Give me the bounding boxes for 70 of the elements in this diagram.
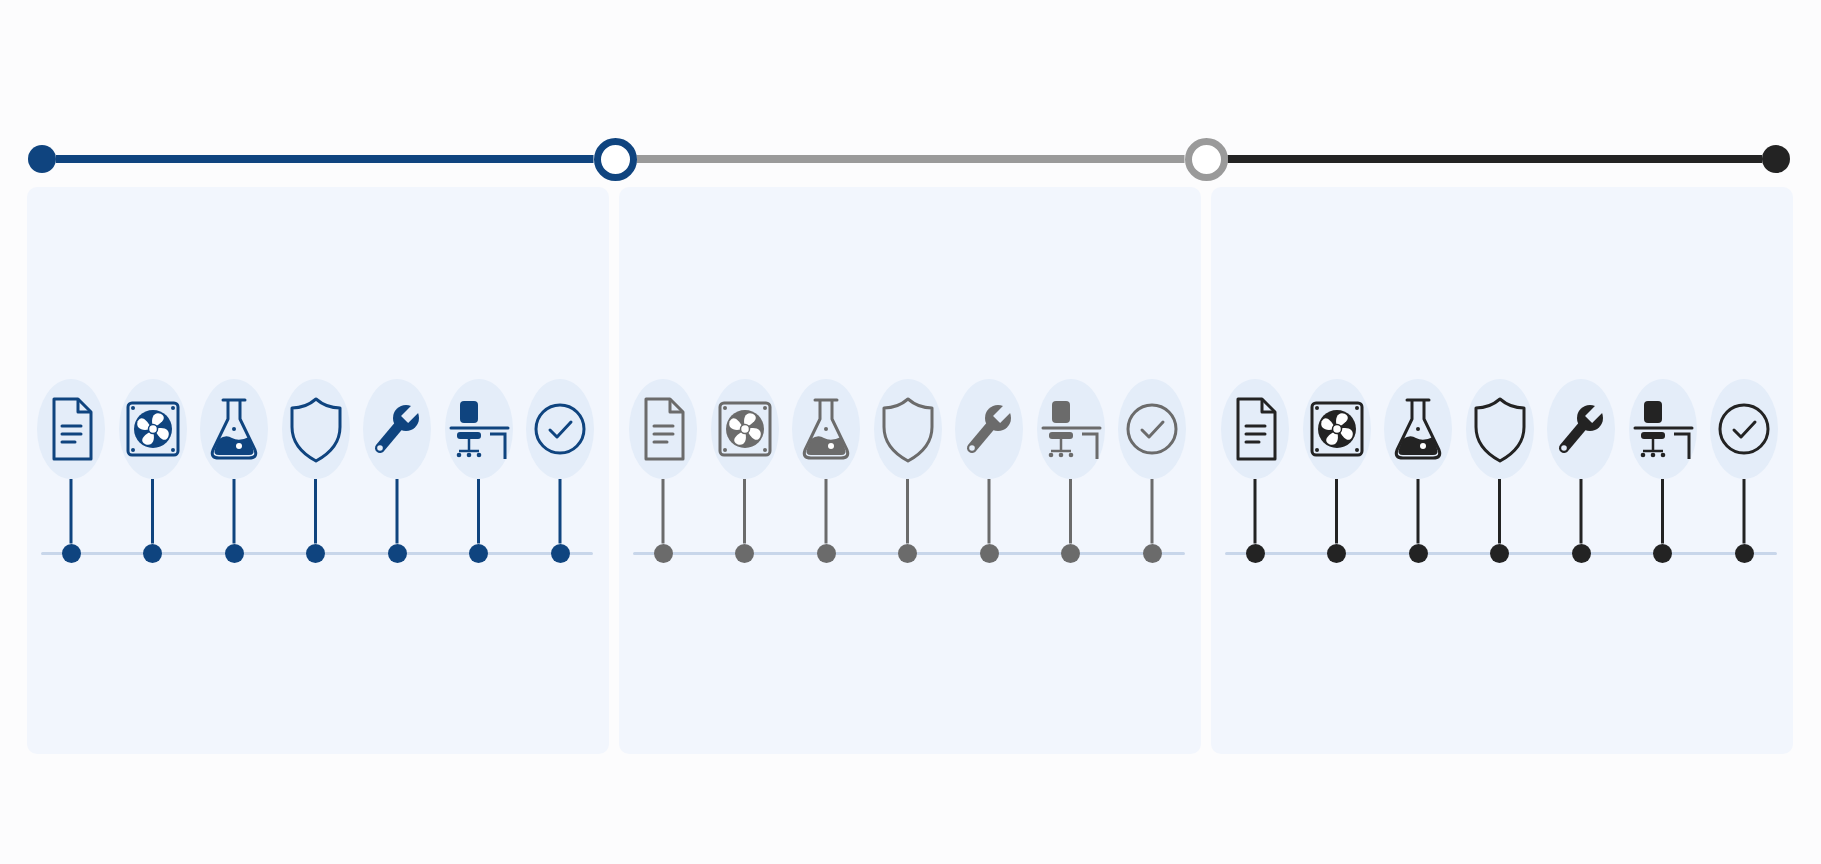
document-icon: [629, 379, 697, 479]
timeline-dot: [1327, 543, 1346, 563]
check-circle-icon: [1118, 379, 1186, 479]
connector-line: [824, 479, 828, 544]
timeline-dot: [1653, 543, 1672, 563]
desk-chair-icon: [1628, 379, 1697, 479]
connector-line: [1069, 479, 1072, 544]
connector-line: [395, 479, 399, 544]
connector-line: [477, 479, 480, 544]
timeline-dot: [1245, 543, 1265, 563]
timeline-dot: [653, 543, 673, 563]
wrench-icon: [363, 379, 431, 479]
timeline-dot: [143, 543, 162, 563]
flask-icon: [200, 379, 268, 479]
flask-icon: [792, 379, 860, 479]
connector-line: [232, 479, 236, 544]
timeline-dot: [1571, 543, 1591, 563]
timeline-dot: [816, 543, 836, 563]
timeline-dot: [28, 145, 56, 173]
timeline-ring: [593, 137, 637, 181]
timeline-dot: [979, 543, 999, 563]
timeline-dot: [1762, 145, 1790, 173]
check-circle-icon: [526, 379, 594, 479]
connector-line: [151, 479, 154, 544]
panel: [1211, 187, 1793, 754]
connector-line: [987, 479, 991, 544]
connector-line: [314, 479, 317, 544]
flask-icon: [1384, 379, 1452, 479]
timeline-dot: [387, 543, 407, 563]
connector-line: [906, 479, 909, 544]
connector-line: [1661, 479, 1664, 544]
timeline-dot: [1408, 543, 1428, 563]
connector-line: [1742, 479, 1746, 544]
timeline-dot: [469, 543, 488, 563]
desk-chair-icon: [1036, 379, 1105, 479]
document-icon: [37, 379, 105, 479]
timeline-dot: [550, 543, 570, 563]
connector-line: [1150, 479, 1154, 544]
connector-line: [1498, 479, 1501, 544]
timeline-dot: [61, 543, 81, 563]
check-circle-icon: [1710, 379, 1778, 479]
timeline-dot: [1490, 543, 1509, 563]
document-icon: [1221, 379, 1289, 479]
timeline-dot: [898, 543, 917, 563]
shield-icon: [1465, 379, 1534, 479]
connector-line: [1253, 479, 1257, 544]
timeline-dot: [735, 543, 754, 563]
fan-icon: [1302, 379, 1371, 479]
fan-icon: [118, 379, 187, 479]
shield-icon: [281, 379, 350, 479]
connector-line: [1335, 479, 1338, 544]
wrench-icon: [955, 379, 1023, 479]
connector-line: [1579, 479, 1583, 544]
panel: [619, 187, 1201, 754]
connector-line: [558, 479, 562, 544]
shield-icon: [873, 379, 942, 479]
connector-line: [69, 479, 73, 544]
connector-line: [743, 479, 746, 544]
timeline-ring: [1184, 137, 1228, 181]
timeline-dot: [306, 543, 325, 563]
timeline-dot: [1734, 543, 1754, 563]
desk-chair-icon: [444, 379, 513, 479]
connector-line: [1416, 479, 1420, 544]
timeline-dot: [224, 543, 244, 563]
connector-line: [661, 479, 665, 544]
fan-icon: [710, 379, 779, 479]
wrench-icon: [1547, 379, 1615, 479]
timeline-dot: [1142, 543, 1162, 563]
panel: [27, 187, 609, 754]
timeline-dot: [1061, 543, 1080, 563]
